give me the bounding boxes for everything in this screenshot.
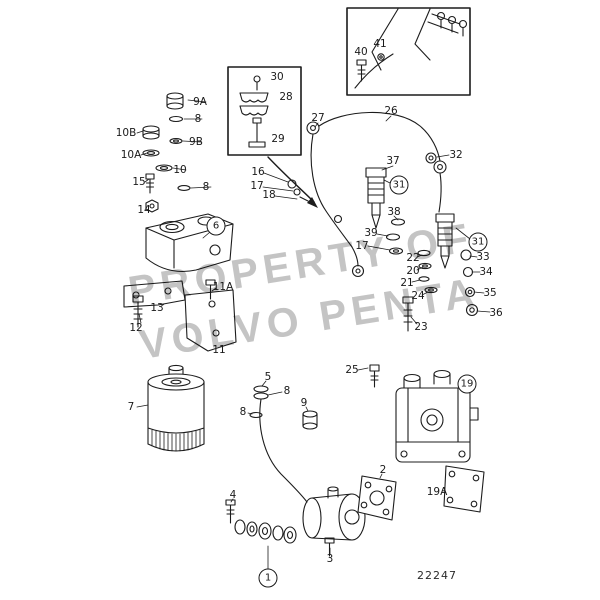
callout-18: 18	[262, 188, 276, 201]
callout-6: 6	[206, 216, 226, 236]
bolt-4	[225, 499, 236, 524]
callout-4: 4	[229, 488, 237, 501]
callout-24: 24	[411, 289, 425, 302]
injector-a	[365, 167, 406, 255]
callout-31: 31	[468, 232, 488, 252]
callout-22: 22	[406, 251, 420, 264]
callout-7: 7	[127, 400, 135, 413]
callout-14: 14	[137, 203, 151, 216]
clamp-screw-30	[253, 75, 261, 91]
washer-41	[377, 53, 385, 61]
inset-engine-box	[346, 7, 471, 96]
clamp-bolt-29	[248, 117, 266, 148]
control-rod	[249, 385, 318, 503]
bolt-25	[369, 364, 380, 388]
feed-pump	[225, 475, 397, 557]
callout-21: 21	[400, 276, 414, 289]
fuel-pipes	[287, 111, 447, 278]
pump-gasket	[443, 465, 485, 513]
callout-40: 40	[354, 45, 368, 58]
callout-26: 26	[384, 104, 398, 117]
injector-b	[435, 213, 479, 317]
callout-32: 32	[449, 148, 463, 161]
callout-9: 9	[300, 396, 308, 409]
callout-3: 3	[326, 552, 334, 565]
drawing-number: 22247	[417, 569, 457, 582]
callout-9B: 9B	[189, 135, 203, 148]
callout-27: 27	[311, 111, 325, 124]
filter-cartridge	[147, 364, 205, 452]
callout-1: 1	[258, 568, 278, 588]
callout-33: 33	[476, 250, 490, 263]
callout-38: 38	[387, 205, 401, 218]
callout-10B: 10B	[115, 126, 137, 139]
callout-17: 17	[250, 179, 264, 192]
injection-pump	[395, 369, 479, 463]
callout-11: 11	[212, 343, 226, 356]
callout-9A: 9A	[193, 95, 207, 108]
callout-39: 39	[364, 226, 378, 239]
callout-10: 10	[173, 163, 187, 176]
callout-13: 13	[150, 301, 164, 314]
mounting-brackets	[123, 279, 237, 352]
callout-23: 23	[414, 320, 428, 333]
hardware-stack	[142, 92, 191, 213]
bolt-23	[402, 296, 414, 332]
callout-15: 15	[132, 175, 146, 188]
bolt-11a	[205, 279, 216, 300]
clamp-detail-arrow	[267, 156, 318, 208]
callout-16: 16	[251, 165, 265, 178]
callout-30: 30	[270, 70, 284, 83]
callout-12: 12	[129, 321, 143, 334]
callout-17: 17	[355, 239, 369, 252]
bolt-40	[356, 59, 367, 82]
callout-29: 29	[271, 132, 285, 145]
callout-31: 31	[389, 175, 409, 195]
callout-28: 28	[279, 90, 293, 103]
callout-5: 5	[264, 370, 272, 383]
callout-8: 8	[194, 112, 202, 125]
inset-clamp-box	[227, 66, 302, 156]
callout-34: 34	[479, 265, 493, 278]
callout-8: 8	[239, 405, 247, 418]
callout-2: 2	[379, 463, 387, 476]
clamp-halves-28	[239, 92, 269, 116]
callout-10A: 10A	[120, 148, 142, 161]
bolt-3	[324, 537, 335, 557]
callout-20: 20	[406, 264, 420, 277]
seal-stack	[417, 249, 438, 294]
callout-19: 19	[457, 374, 477, 394]
callout-11A: 11A	[212, 280, 234, 293]
callout-35: 35	[483, 286, 497, 299]
feed-pump-gasket-2	[357, 475, 397, 521]
bolt-12	[132, 295, 144, 328]
callout-19A: 19A	[426, 485, 448, 498]
callout-36: 36	[489, 306, 503, 319]
callout-8: 8	[202, 180, 210, 193]
callout-8: 8	[283, 384, 291, 397]
callout-37: 37	[386, 154, 400, 167]
callout-41: 41	[373, 37, 387, 50]
callout-25: 25	[345, 363, 359, 376]
